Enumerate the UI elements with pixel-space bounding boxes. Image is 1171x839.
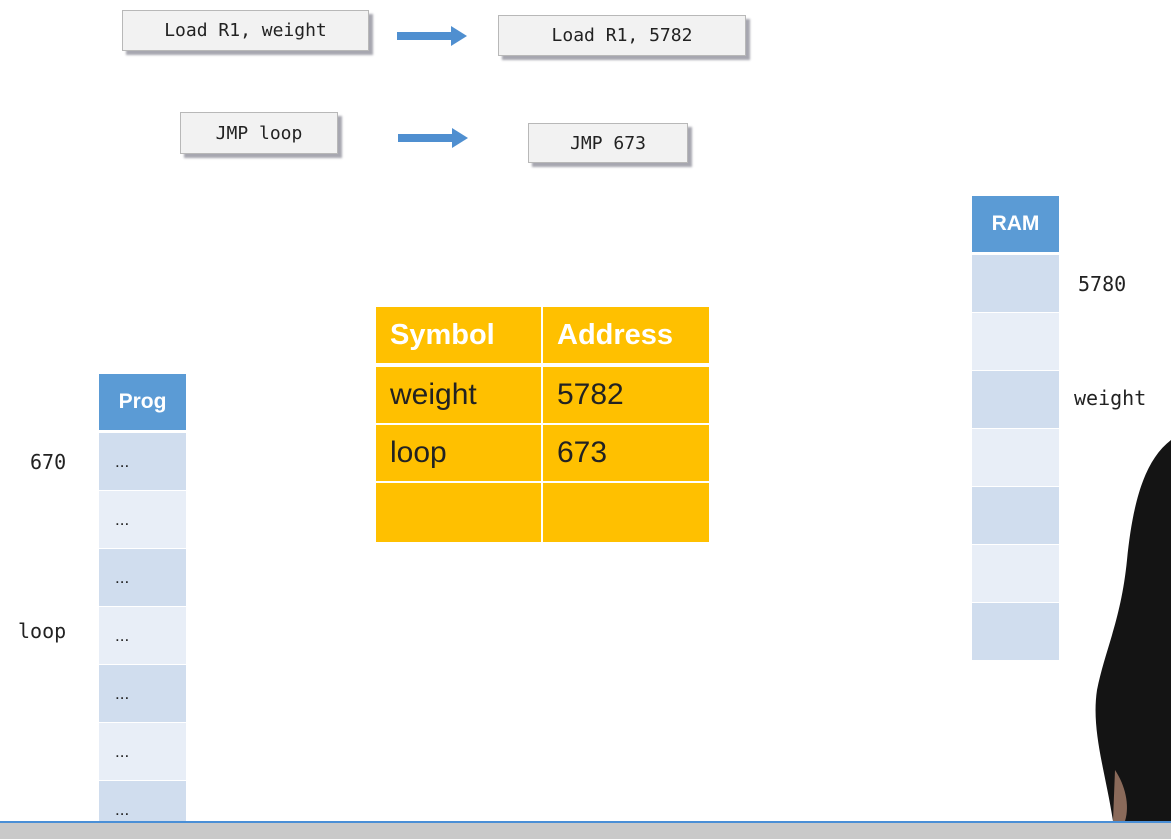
ram-address-label: 5780 xyxy=(1078,272,1127,296)
symbol-table-header-symbol: Symbol xyxy=(376,307,541,363)
symbol-table-cell-symbol: loop xyxy=(376,425,541,481)
video-progress-bar[interactable] xyxy=(0,821,1171,839)
symbol-table-cell-address xyxy=(543,483,709,542)
ram-cell xyxy=(972,313,1059,371)
prog-cell: ... xyxy=(99,607,186,665)
ram-cell xyxy=(972,371,1059,429)
presenter-silhouette xyxy=(1095,440,1171,821)
prog-header: Prog xyxy=(99,374,186,430)
prog-loop-label: loop xyxy=(18,619,67,643)
prog-cell: ... xyxy=(99,665,186,723)
prog-cell: ... xyxy=(99,723,186,781)
ram-weight-label: weight xyxy=(1074,386,1147,410)
arrow-right-icon xyxy=(398,128,468,148)
ram-cell xyxy=(972,429,1059,487)
ram-header: RAM xyxy=(972,196,1059,252)
symbol-table-cell-symbol xyxy=(376,483,541,542)
instruction-box-source-1: Load R1, weight xyxy=(122,10,369,51)
prog-cell: ... xyxy=(99,491,186,549)
symbol-table-header-address: Address xyxy=(543,307,709,363)
instruction-box-source-2: JMP loop xyxy=(180,112,338,154)
instruction-box-target-2: JMP 673 xyxy=(528,123,688,163)
prog-address-label: 670 xyxy=(30,450,67,474)
ram-cell xyxy=(972,545,1059,603)
prog-cell: ... xyxy=(99,549,186,607)
ram-cell xyxy=(972,487,1059,545)
arrow-right-icon xyxy=(397,26,467,46)
ram-cell xyxy=(972,603,1059,661)
instruction-box-target-1: Load R1, 5782 xyxy=(498,15,746,56)
symbol-table-cell-address: 5782 xyxy=(543,367,709,423)
symbol-table-cell-address: 673 xyxy=(543,425,709,481)
ram-cell xyxy=(972,255,1059,313)
prog-cell: ... xyxy=(99,433,186,491)
symbol-table: Symbol Address weight 5782 loop 673 xyxy=(376,307,709,542)
symbol-table-cell-symbol: weight xyxy=(376,367,541,423)
